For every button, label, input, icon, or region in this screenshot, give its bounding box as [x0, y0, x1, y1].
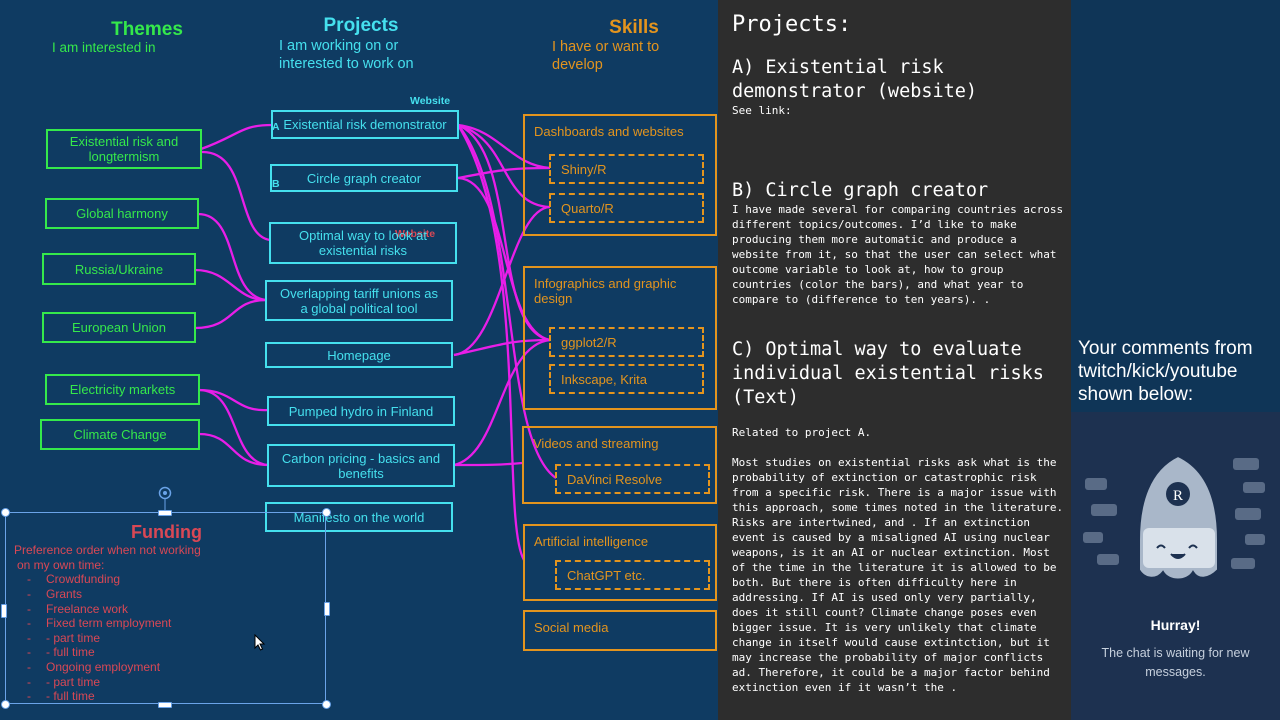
funding-item: - full time	[46, 645, 95, 659]
funding-item: - part time	[46, 631, 101, 645]
theme-climate-change[interactable]: Climate Change	[40, 419, 200, 450]
funding-bullet: -	[27, 587, 31, 601]
funding-item: Freelance work	[46, 602, 129, 616]
funding-intro-1: Preference order when not working	[14, 543, 201, 557]
project-letter-b: B	[272, 178, 280, 190]
funding-title: Funding	[131, 522, 202, 542]
notes-panel: Projects: A) Existential risk demonstrat…	[718, 0, 1071, 720]
mouse-cursor-icon	[254, 634, 266, 651]
funding-item: Grants	[46, 587, 83, 601]
resize-handle[interactable]	[158, 702, 172, 708]
theme-existential-risk[interactable]: Existential risk and longtermism	[46, 129, 202, 169]
theme-global-harmony[interactable]: Global harmony	[45, 198, 199, 229]
project-b-body: I have made several for comparing countr…	[732, 203, 1064, 306]
chat-panel: R Hurray! The chat is waiting for new me…	[1071, 412, 1280, 720]
skill-group-ai[interactable]: Artificial intelligence	[523, 524, 717, 601]
funding-bullet: -	[27, 689, 31, 703]
project-circle-graph-creator[interactable]: Circle graph creator	[270, 164, 458, 192]
funding-bullet: -	[27, 675, 31, 689]
skills-header: Skills	[609, 17, 659, 38]
funding-bullet: -	[27, 660, 31, 674]
project-pumped-hydro[interactable]: Pumped hydro in Finland	[267, 396, 455, 426]
skill-ggplot2-r[interactable]: ggplot2/R	[549, 327, 704, 357]
notes-heading: Projects:	[732, 12, 852, 37]
chat-caption-area: Your comments from twitch/kick/youtube s…	[1071, 0, 1280, 412]
funding-bullet: -	[27, 602, 31, 616]
funding-item: - part time	[46, 675, 101, 689]
theme-russia-ukraine[interactable]: Russia/Ukraine	[42, 253, 196, 285]
project-c-body: Most studies on existential risks ask wh…	[732, 456, 1064, 694]
project-homepage[interactable]: Homepage	[265, 342, 453, 368]
project-carbon-pricing[interactable]: Carbon pricing - basics and benefits	[267, 444, 455, 487]
skill-group-dashboards[interactable]: Dashboards and websites	[523, 114, 717, 236]
resize-handle[interactable]	[1, 700, 10, 709]
themes-header: Themes	[111, 19, 183, 40]
funding-bullet: -	[27, 631, 31, 645]
project-b-title: B) Circle graph creator	[732, 180, 989, 201]
project-c-related: Related to project A.	[732, 426, 872, 439]
project-letter-a: A	[272, 121, 280, 133]
themes-subtitle: I am interested in	[52, 40, 156, 55]
project-tariff-unions[interactable]: Overlapping tariff unions as a global po…	[265, 280, 453, 321]
funding-item: Fixed term employment	[46, 616, 172, 630]
skill-quarto-r[interactable]: Quarto/R	[549, 193, 704, 223]
svg-text:R: R	[1173, 488, 1183, 504]
chat-mascot-icon: R	[1083, 454, 1265, 581]
chat-caption: Your comments from twitch/kick/youtube s…	[1078, 338, 1253, 405]
project-optimal-way[interactable]: Optimal way to look at existential risks	[269, 222, 457, 264]
project-a-title: A) Existential risk demonstrator (websit…	[732, 57, 978, 102]
resize-handle[interactable]	[322, 700, 331, 709]
resize-handle[interactable]	[1, 508, 10, 517]
chat-hurray: Hurray!	[1150, 617, 1201, 633]
skill-inkscape-krita[interactable]: Inkscape, Krita	[549, 364, 704, 394]
project-existential-risk-demonstrator[interactable]: Existential risk demonstrator	[271, 110, 459, 139]
skills-subtitle: I have or want to develop	[552, 39, 660, 73]
funding-item: - full time	[46, 689, 95, 703]
funding-item: Ongoing employment	[46, 660, 161, 674]
funding-textbox[interactable]: Funding Preference order when not workin…	[5, 512, 326, 704]
rotate-handle-icon[interactable]	[157, 485, 173, 511]
website-tag: Website	[410, 95, 451, 107]
funding-intro-2: on my own time:	[17, 558, 105, 572]
project-a-body: See link:	[732, 104, 792, 117]
skill-chatgpt[interactable]: ChatGPT etc.	[555, 560, 710, 590]
website-tag-2: Website	[395, 228, 436, 240]
project-c-title: C) Optimal way to evaluate individual ex…	[732, 339, 1044, 408]
funding-bullet: -	[27, 572, 31, 586]
connector-lines	[194, 123, 557, 561]
funding-item: Crowdfunding	[46, 572, 121, 586]
skill-group-videos[interactable]: Videos and streaming	[522, 426, 717, 504]
projects-header: Projects	[323, 15, 399, 36]
theme-european-union[interactable]: European Union	[42, 312, 196, 343]
resize-handle[interactable]	[1, 604, 7, 618]
funding-bullet: -	[27, 616, 31, 630]
skill-shiny-r[interactable]: Shiny/R	[549, 154, 704, 184]
skill-davinci-resolve[interactable]: DaVinci Resolve	[555, 464, 710, 494]
chat-waiting-message: The chat is waiting for new messages.	[1101, 646, 1250, 679]
skill-group-social-media[interactable]: Social media	[523, 610, 717, 651]
mind-map-slide: Themes I am interested in Projects I am …	[0, 0, 718, 720]
theme-electricity-markets[interactable]: Electricity markets	[45, 374, 200, 405]
projects-subtitle: I am working on or interested to work on	[279, 38, 414, 72]
resize-handle[interactable]	[322, 508, 331, 517]
resize-handle[interactable]	[324, 602, 330, 616]
skill-group-infographics[interactable]: Infographics and graphic design	[523, 266, 717, 410]
funding-bullet: -	[27, 645, 31, 659]
